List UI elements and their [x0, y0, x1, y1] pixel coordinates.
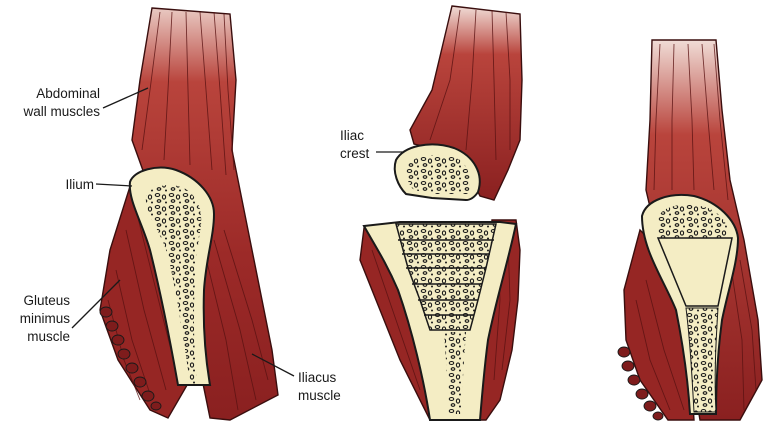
panel-2-graft-harvest — [359, 5, 523, 421]
leader-iliacus — [251, 353, 295, 377]
abdominal-wall-muscle-panel-2 — [409, 5, 523, 201]
panel-1-intact-ilium — [99, 7, 279, 421]
graft-defect-edge — [656, 237, 733, 307]
iliac-crest-cancellous — [406, 154, 470, 194]
label-iliacus-line1: Iliacus — [298, 370, 337, 385]
leader-ilium — [95, 183, 133, 187]
label-iliac-crest-line2: crest — [340, 146, 370, 161]
ilium-top-cancellous-panel-3 — [657, 204, 729, 238]
label-ilium: Ilium — [65, 177, 94, 192]
gluteus-fringe-texture — [99, 306, 162, 411]
leader-lines — [71, 87, 404, 377]
leader-gluteus — [71, 279, 121, 329]
muscle-fibers-panel-1 — [107, 11, 269, 411]
label-abdominal-line1: Abdominal — [36, 86, 100, 101]
labels: Abdominal wall muscles Ilium Gluteus min… — [20, 86, 370, 403]
label-abdominal-line2: wall muscles — [22, 104, 100, 119]
ilium-cancellous-panel-1 — [145, 185, 202, 384]
ilium-lower-cancellous-panel-2 — [444, 332, 466, 414]
graft-strip-cuts — [398, 239, 494, 316]
graft-strip-region — [395, 223, 497, 331]
ilium-lower-cancellous-panel-3 — [685, 307, 719, 413]
label-gluteus-line2: minimus — [20, 311, 71, 326]
panel-3-closed-after-harvest — [617, 39, 763, 421]
label-iliacus-line2: muscle — [298, 388, 341, 403]
label-iliac-crest-line1: Iliac — [340, 128, 364, 143]
gluteus-fringe-texture-panel-3 — [617, 346, 664, 421]
label-gluteus-line3: muscle — [27, 329, 70, 344]
leader-abdominal — [102, 87, 149, 109]
label-gluteus-line1: Gluteus — [23, 293, 70, 308]
muscle-fibers-panel-3 — [635, 43, 757, 411]
